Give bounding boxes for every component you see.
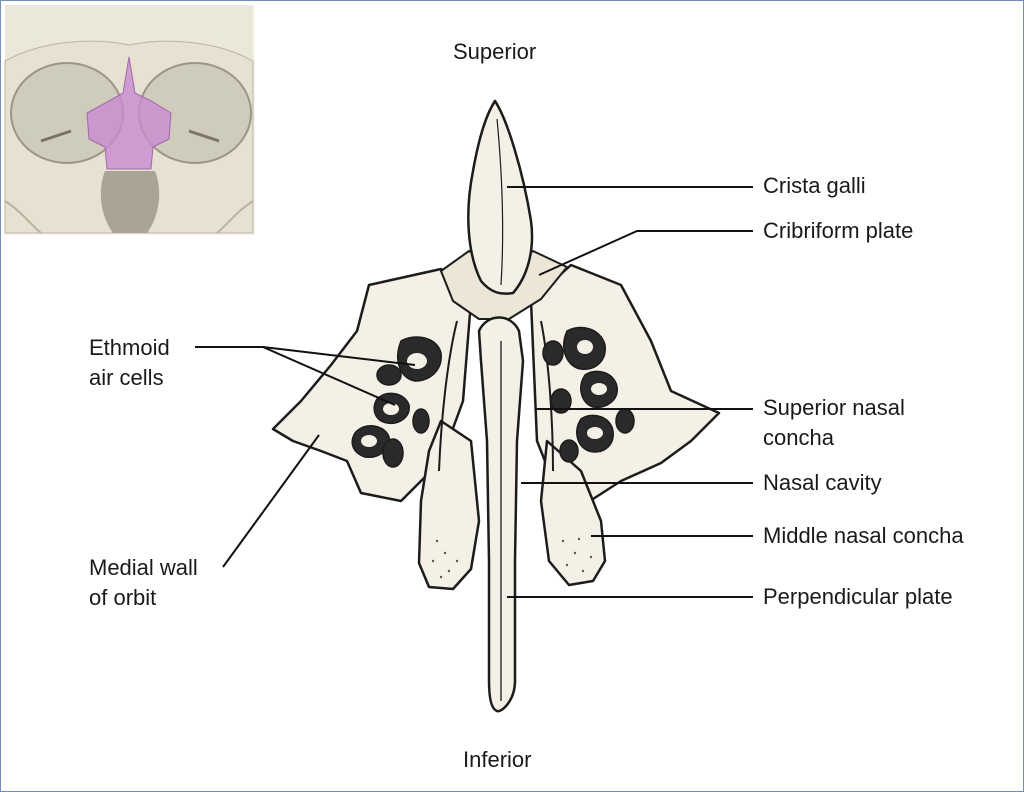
leader-medial-wall-of-orbit bbox=[222, 434, 320, 568]
right-air-cell-highlights bbox=[577, 340, 607, 439]
crista-galli-ridge bbox=[496, 118, 504, 286]
label-medial-wall-line1: Medial wall bbox=[89, 555, 198, 580]
leader-ethmoid-air-cells-lower bbox=[262, 346, 396, 406]
label-ethmoid-air-cells-line1: Ethmoid bbox=[89, 335, 170, 360]
skull-inset-nasal-aperture bbox=[100, 171, 160, 233]
label-nasal-cavity: Nasal cavity bbox=[763, 470, 882, 495]
label-ethmoid-air-cells-line2: air cells bbox=[89, 365, 164, 390]
right-superior-concha bbox=[540, 320, 554, 472]
label-crista-galli: Crista galli bbox=[763, 173, 866, 198]
crista-galli-shape bbox=[467, 99, 534, 295]
left-middle-concha bbox=[417, 419, 481, 591]
label-superior-nasal-concha-line2: concha bbox=[763, 425, 834, 450]
skull-inset-teeth-edge bbox=[4, 200, 254, 234]
orientation-superior: Superior bbox=[453, 39, 537, 64]
label-perpendicular-plate: Perpendicular plate bbox=[763, 584, 953, 609]
label-medial-wall-line2: of orbit bbox=[89, 585, 157, 610]
skull-inset-orbit-fissures bbox=[40, 129, 220, 143]
label-cribriform-plate: Cribriform plate bbox=[763, 218, 914, 243]
leader-cribriform-plate bbox=[538, 230, 753, 276]
skull-inset bbox=[4, 5, 255, 235]
right-middle-concha bbox=[539, 439, 607, 587]
skull-inset-ethmoid-highlight bbox=[86, 56, 172, 170]
left-ethmoid-air-cells bbox=[351, 336, 442, 468]
left-superior-concha bbox=[438, 320, 458, 472]
leader-lines bbox=[195, 186, 753, 598]
left-orbital-plate bbox=[271, 267, 473, 503]
label-superior-nasal-concha-line1: Superior nasal bbox=[763, 395, 905, 420]
label-middle-nasal-concha: Middle nasal concha bbox=[763, 523, 964, 548]
ethmoid-bone bbox=[271, 99, 721, 713]
concha-stippling bbox=[431, 537, 593, 579]
orientation-inferior: Inferior bbox=[463, 747, 532, 772]
